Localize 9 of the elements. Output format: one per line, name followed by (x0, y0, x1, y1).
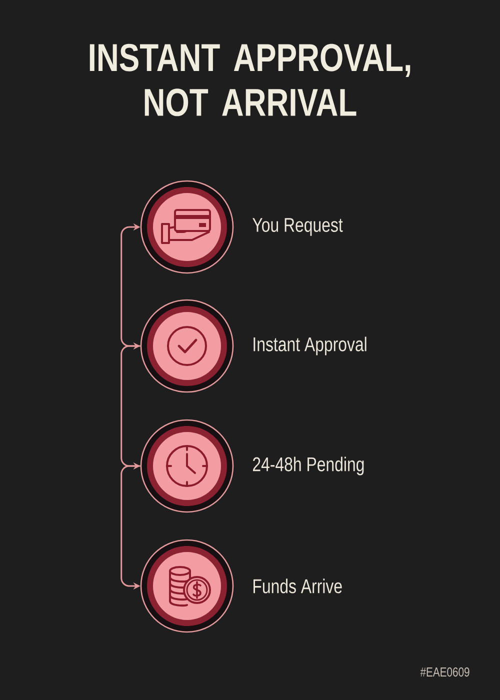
step-label: Instant Approval (254, 336, 366, 356)
step-circle (140, 539, 234, 633)
step-label: You Request (252, 218, 343, 236)
step-label: Funds Arrive (254, 578, 342, 594)
title: INSTANT APPROVAL, NOT ARRIVAL (90, 44, 410, 116)
color-code: #EAE0609 (420, 667, 470, 677)
step-circle (140, 299, 234, 393)
step-label: 24-48h Pending (253, 456, 364, 476)
step-circle (140, 419, 234, 513)
